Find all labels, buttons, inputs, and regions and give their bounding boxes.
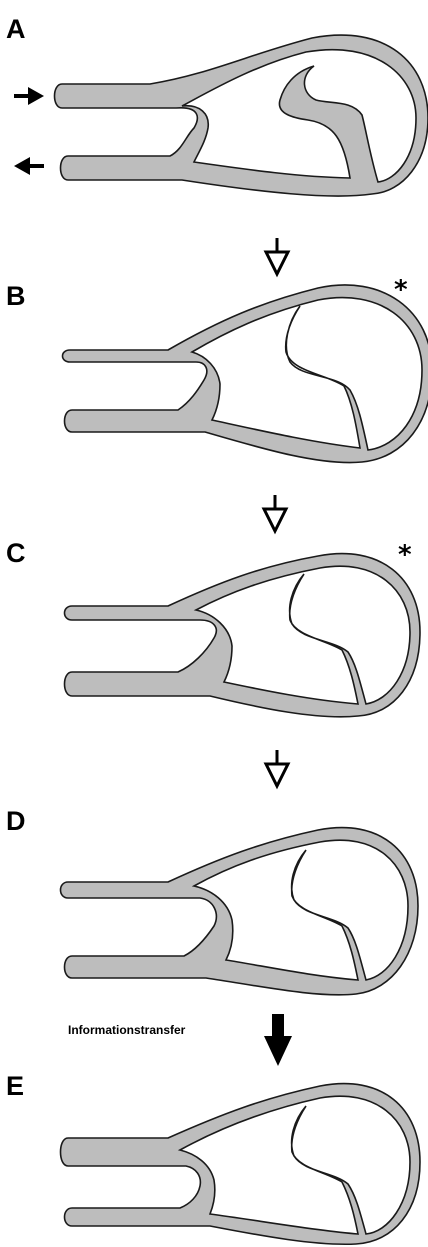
panel-a-drawing (14, 35, 428, 196)
panel-label-a: A (6, 16, 26, 43)
panel-label-c: C (6, 540, 26, 567)
panel-label-d: D (6, 808, 26, 835)
panel-c-drawing (65, 554, 421, 717)
panel-e-inner-cavity (180, 1096, 410, 1234)
open-arrow-icon (264, 495, 286, 531)
panel-b-drawing (63, 285, 428, 463)
panel-e-drawing (61, 1084, 421, 1245)
open-arrow-icon (266, 750, 288, 786)
asterisk-marker-c: * (398, 542, 412, 568)
information-transfer-label: Informationstransfer (68, 1024, 185, 1036)
open-arrow-icon (266, 238, 288, 274)
outflow-arrow-icon (14, 157, 44, 175)
panel-label-b: B (6, 283, 26, 310)
panel-label-e: E (6, 1073, 24, 1100)
information-transfer-arrow-icon (264, 1014, 292, 1066)
asterisk-marker-b: * (394, 277, 408, 303)
panel-d-drawing (61, 828, 419, 995)
inflow-arrow-icon (14, 87, 44, 105)
